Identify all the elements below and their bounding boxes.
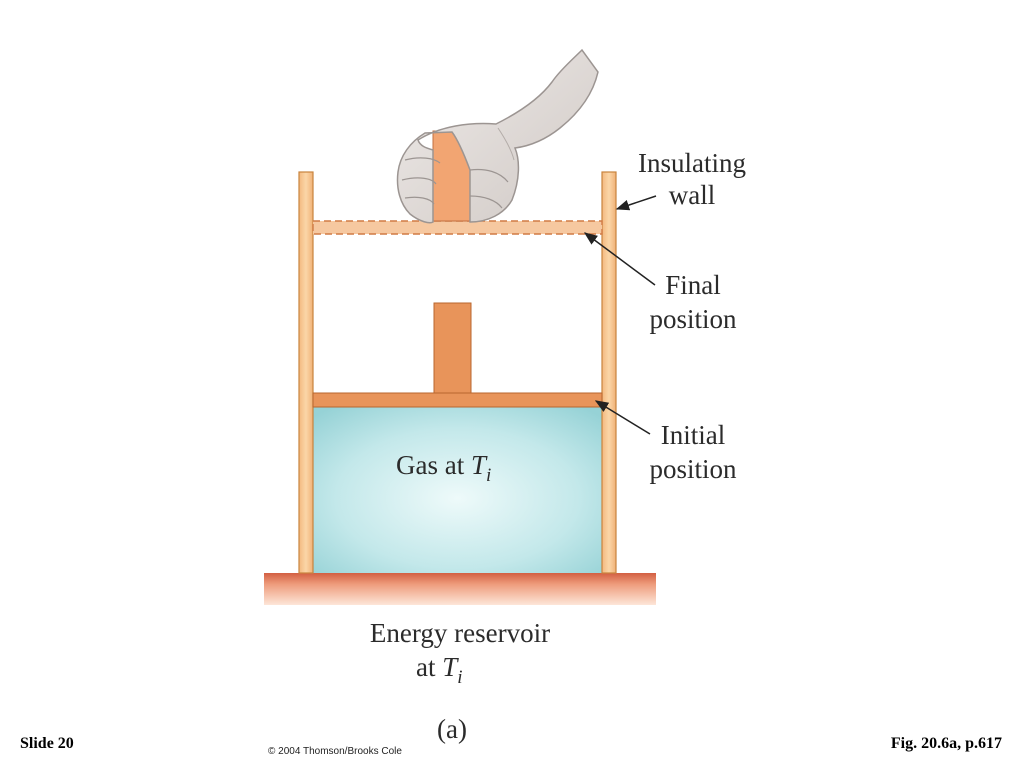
initial-position-label-line1: Initial (661, 420, 725, 450)
slide-number: Slide 20 (20, 735, 74, 752)
insulating-wall-left (298, 171, 314, 574)
reservoir-temperature-subscript: i (457, 667, 462, 688)
gas-label-prefix: Gas at (396, 450, 471, 480)
energy-reservoir (264, 573, 656, 605)
piston-rod-initial (433, 302, 472, 394)
panel-label: (a) (437, 714, 467, 744)
gas-temperature-symbol: T (471, 450, 488, 480)
reservoir-label-line1: Energy reservoir (370, 618, 550, 648)
hand-illustration (396, 48, 599, 224)
insulating-wall-label-line2: wall (669, 180, 716, 210)
gas-temperature-subscript: i (486, 465, 491, 486)
reservoir-label-line2: at Ti (416, 652, 463, 688)
piston-final (312, 220, 603, 235)
gas-label: Gas at Ti (396, 450, 491, 486)
final-position-label-line1: Final (665, 270, 721, 300)
final-position-label-line2: position (649, 304, 737, 334)
reservoir-label-prefix: at (416, 652, 442, 682)
final-position-arrow (583, 232, 656, 286)
copyright-notice: © 2004 Thomson/Brooks Cole (268, 746, 402, 757)
reservoir-temperature-symbol: T (442, 652, 459, 682)
gas-volume (313, 407, 602, 573)
insulating-wall-label-line1: Insulating (638, 148, 746, 178)
insulating-wall-arrow (615, 195, 657, 211)
insulating-wall-right (601, 171, 617, 574)
piston-initial (312, 392, 603, 408)
initial-position-arrow (594, 400, 651, 435)
initial-position-label-line2: position (649, 454, 737, 484)
figure-reference: Fig. 20.6a, p.617 (890, 735, 1002, 752)
